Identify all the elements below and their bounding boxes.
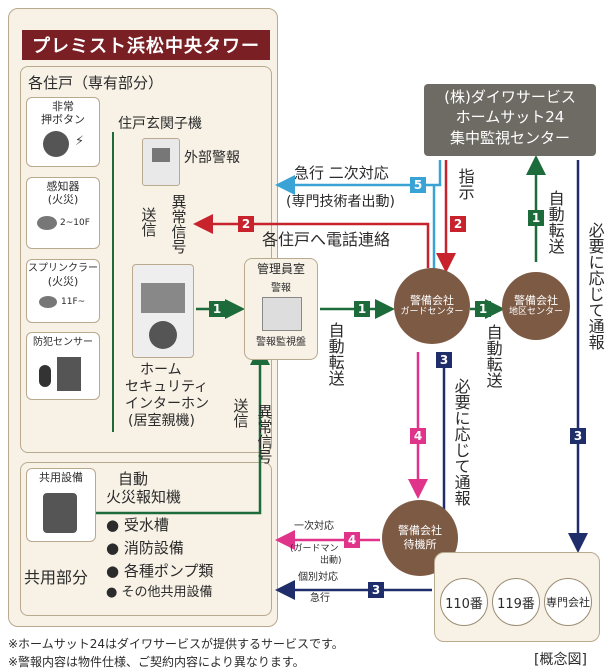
send-label-unit: 送信: [139, 207, 158, 237]
abnormal-signal-unit: 異常信号: [169, 194, 188, 254]
badge-1-guard: 1: [475, 301, 491, 317]
emergency-button-icon: [43, 131, 69, 157]
common-item-4: ● その他共用設備: [106, 585, 213, 600]
crime-sensor-label: 防犯センサー: [33, 337, 93, 348]
badge-1-intercom: 1: [209, 301, 225, 317]
area-center-line-1: 警備会社: [514, 293, 558, 307]
first-response-1: 一次対応: [294, 521, 334, 532]
alert-spark-icon: ⚡: [75, 134, 85, 149]
abnormal-signal-common: 異常信号: [255, 404, 274, 464]
manager-room-title: 管理員室: [256, 262, 305, 276]
standby-line-2: 待機所: [403, 538, 437, 551]
expert-dispatch-label: (専門技術者出動): [286, 194, 395, 210]
badge-3-individual: 3: [368, 582, 384, 598]
police-110: 110番: [440, 578, 488, 626]
as-needed-guard-label: 必要に応じて通報: [451, 378, 471, 506]
individual-response-2: 急行: [310, 593, 330, 604]
guard-center-line-2: ガードセンター: [400, 307, 464, 318]
hq-line-3: 集中監視センター: [449, 128, 570, 147]
standby-line-1: 警備会社: [398, 524, 442, 538]
fire-alarm-line-2: 火災報知機: [106, 488, 182, 506]
door-icon: [57, 357, 81, 391]
badge-4-guard: 4: [410, 428, 426, 444]
sprinkler-floor: 11F~: [61, 297, 86, 307]
badge-2-phone: 2: [238, 216, 254, 232]
intercom-line-4: (居室親機): [128, 413, 195, 429]
common-area-label: 共用部分: [24, 568, 89, 587]
fire-sensor-card: 感知器 (火災) 2~10F: [26, 177, 100, 249]
badge-3-hq: 3: [570, 428, 586, 444]
common-equipment-card: 共用設備: [26, 468, 96, 542]
auto-transfer-hq-label: 自動転送: [545, 190, 565, 254]
concept-label: [概念図]: [534, 652, 587, 668]
manager-room-card: 管理員室 警報 警報監視盤: [244, 258, 318, 360]
emergency-button-label-2: 押ボタン: [41, 113, 85, 126]
fire-sensor-icon: [37, 216, 57, 230]
emergency-button-card: 非常 押ボタン ⚡: [26, 97, 100, 167]
phone-each-unit-label: 各住戸へ電話連絡: [262, 230, 391, 249]
fire-alarm-line-1: 自動: [118, 470, 149, 488]
area-center: 警備会社 地区センター: [502, 272, 570, 340]
footnote-2: ※警報内容は物件仕様、ご契約内容により異なります。: [8, 655, 305, 669]
footnote-1: ※ホームサット24はダイワサービスが提供するサービスです。: [8, 637, 344, 651]
building-title: プレミスト浜松中央タワー: [22, 30, 270, 60]
badge-5-urgent: 5: [410, 177, 426, 193]
fire-sensor-label-2: (火災): [47, 193, 79, 206]
guard-center: 警備会社 ガードセンター: [394, 268, 470, 344]
entrance-unit-icon: [142, 138, 180, 186]
entrance-unit-label: 住戸玄関子機: [118, 116, 202, 132]
hq-line-1: (株)ダイワサービス: [444, 88, 576, 106]
sprinkler-label-2: (火災): [47, 275, 79, 288]
wrench-icon: [43, 493, 77, 533]
common-item-1: ● 受水槽: [106, 516, 169, 534]
fire-119: 119番: [492, 578, 540, 626]
crime-sensor-card: 防犯センサー: [26, 332, 100, 400]
badge-1-manager: 1: [354, 301, 370, 317]
first-response-3: 出動): [320, 556, 342, 566]
device-wire: [112, 132, 114, 432]
badge-1-area: 1: [528, 210, 544, 226]
sprinkler-card: スプリンクラー (火災) 11F~: [26, 259, 100, 323]
intercom-line-3: インターホン: [125, 396, 209, 412]
as-needed-hq-label: 必要に応じて通報: [585, 222, 605, 350]
fire-sensor-label-1: 感知器: [46, 180, 80, 193]
badge-4-standby: 4: [344, 532, 360, 548]
urgent-secondary-label: 急行 二次対応: [294, 164, 389, 182]
badge-3-guard: 3: [436, 352, 452, 368]
auto-transfer-guard-label: 自動転送: [483, 324, 503, 388]
sprinkler-icon: [39, 296, 57, 308]
manager-room-alarm: 警報: [271, 283, 291, 294]
intruder-icon: [39, 365, 51, 387]
common-item-3: ● 各種ポンプ類: [106, 562, 214, 580]
area-center-line-2: 地区センター: [508, 307, 563, 318]
hq-line-2: ホームサット24: [455, 108, 565, 127]
hq-box: (株)ダイワサービス ホームサット24 集中監視センター: [424, 84, 596, 156]
sprinkler-label-1: スプリンクラー: [28, 263, 98, 274]
guard-center-line-1: 警備会社: [410, 293, 454, 307]
badge-2-instruction: 2: [450, 216, 466, 232]
alarm-panel-icon: [262, 297, 302, 331]
emergency-button-label-1: 非常: [52, 100, 74, 113]
common-equipment-title: 共用設備: [39, 471, 83, 484]
send-label-common: 送信: [231, 398, 250, 428]
common-item-2: ● 消防設備: [106, 539, 184, 557]
specialist-company: 専門会社: [544, 578, 592, 626]
first-response-2: (ガードマン: [290, 544, 339, 554]
fire-sensor-floor: 2~10F: [60, 218, 90, 228]
intercom-line-1: ホーム: [140, 362, 182, 378]
individual-response-1: 個別対応: [298, 572, 338, 583]
instruction-label: 指示: [455, 168, 475, 200]
auto-transfer-manager-label: 自動転送: [325, 322, 345, 386]
units-heading: 各住戸（専有部分）: [28, 74, 164, 92]
intercom-icon: [132, 264, 194, 358]
external-alarm-label: 外部警報: [184, 150, 240, 166]
manager-room-panel: 警報監視盤: [256, 337, 306, 348]
intercom-line-2: セキュリティ: [125, 379, 209, 395]
